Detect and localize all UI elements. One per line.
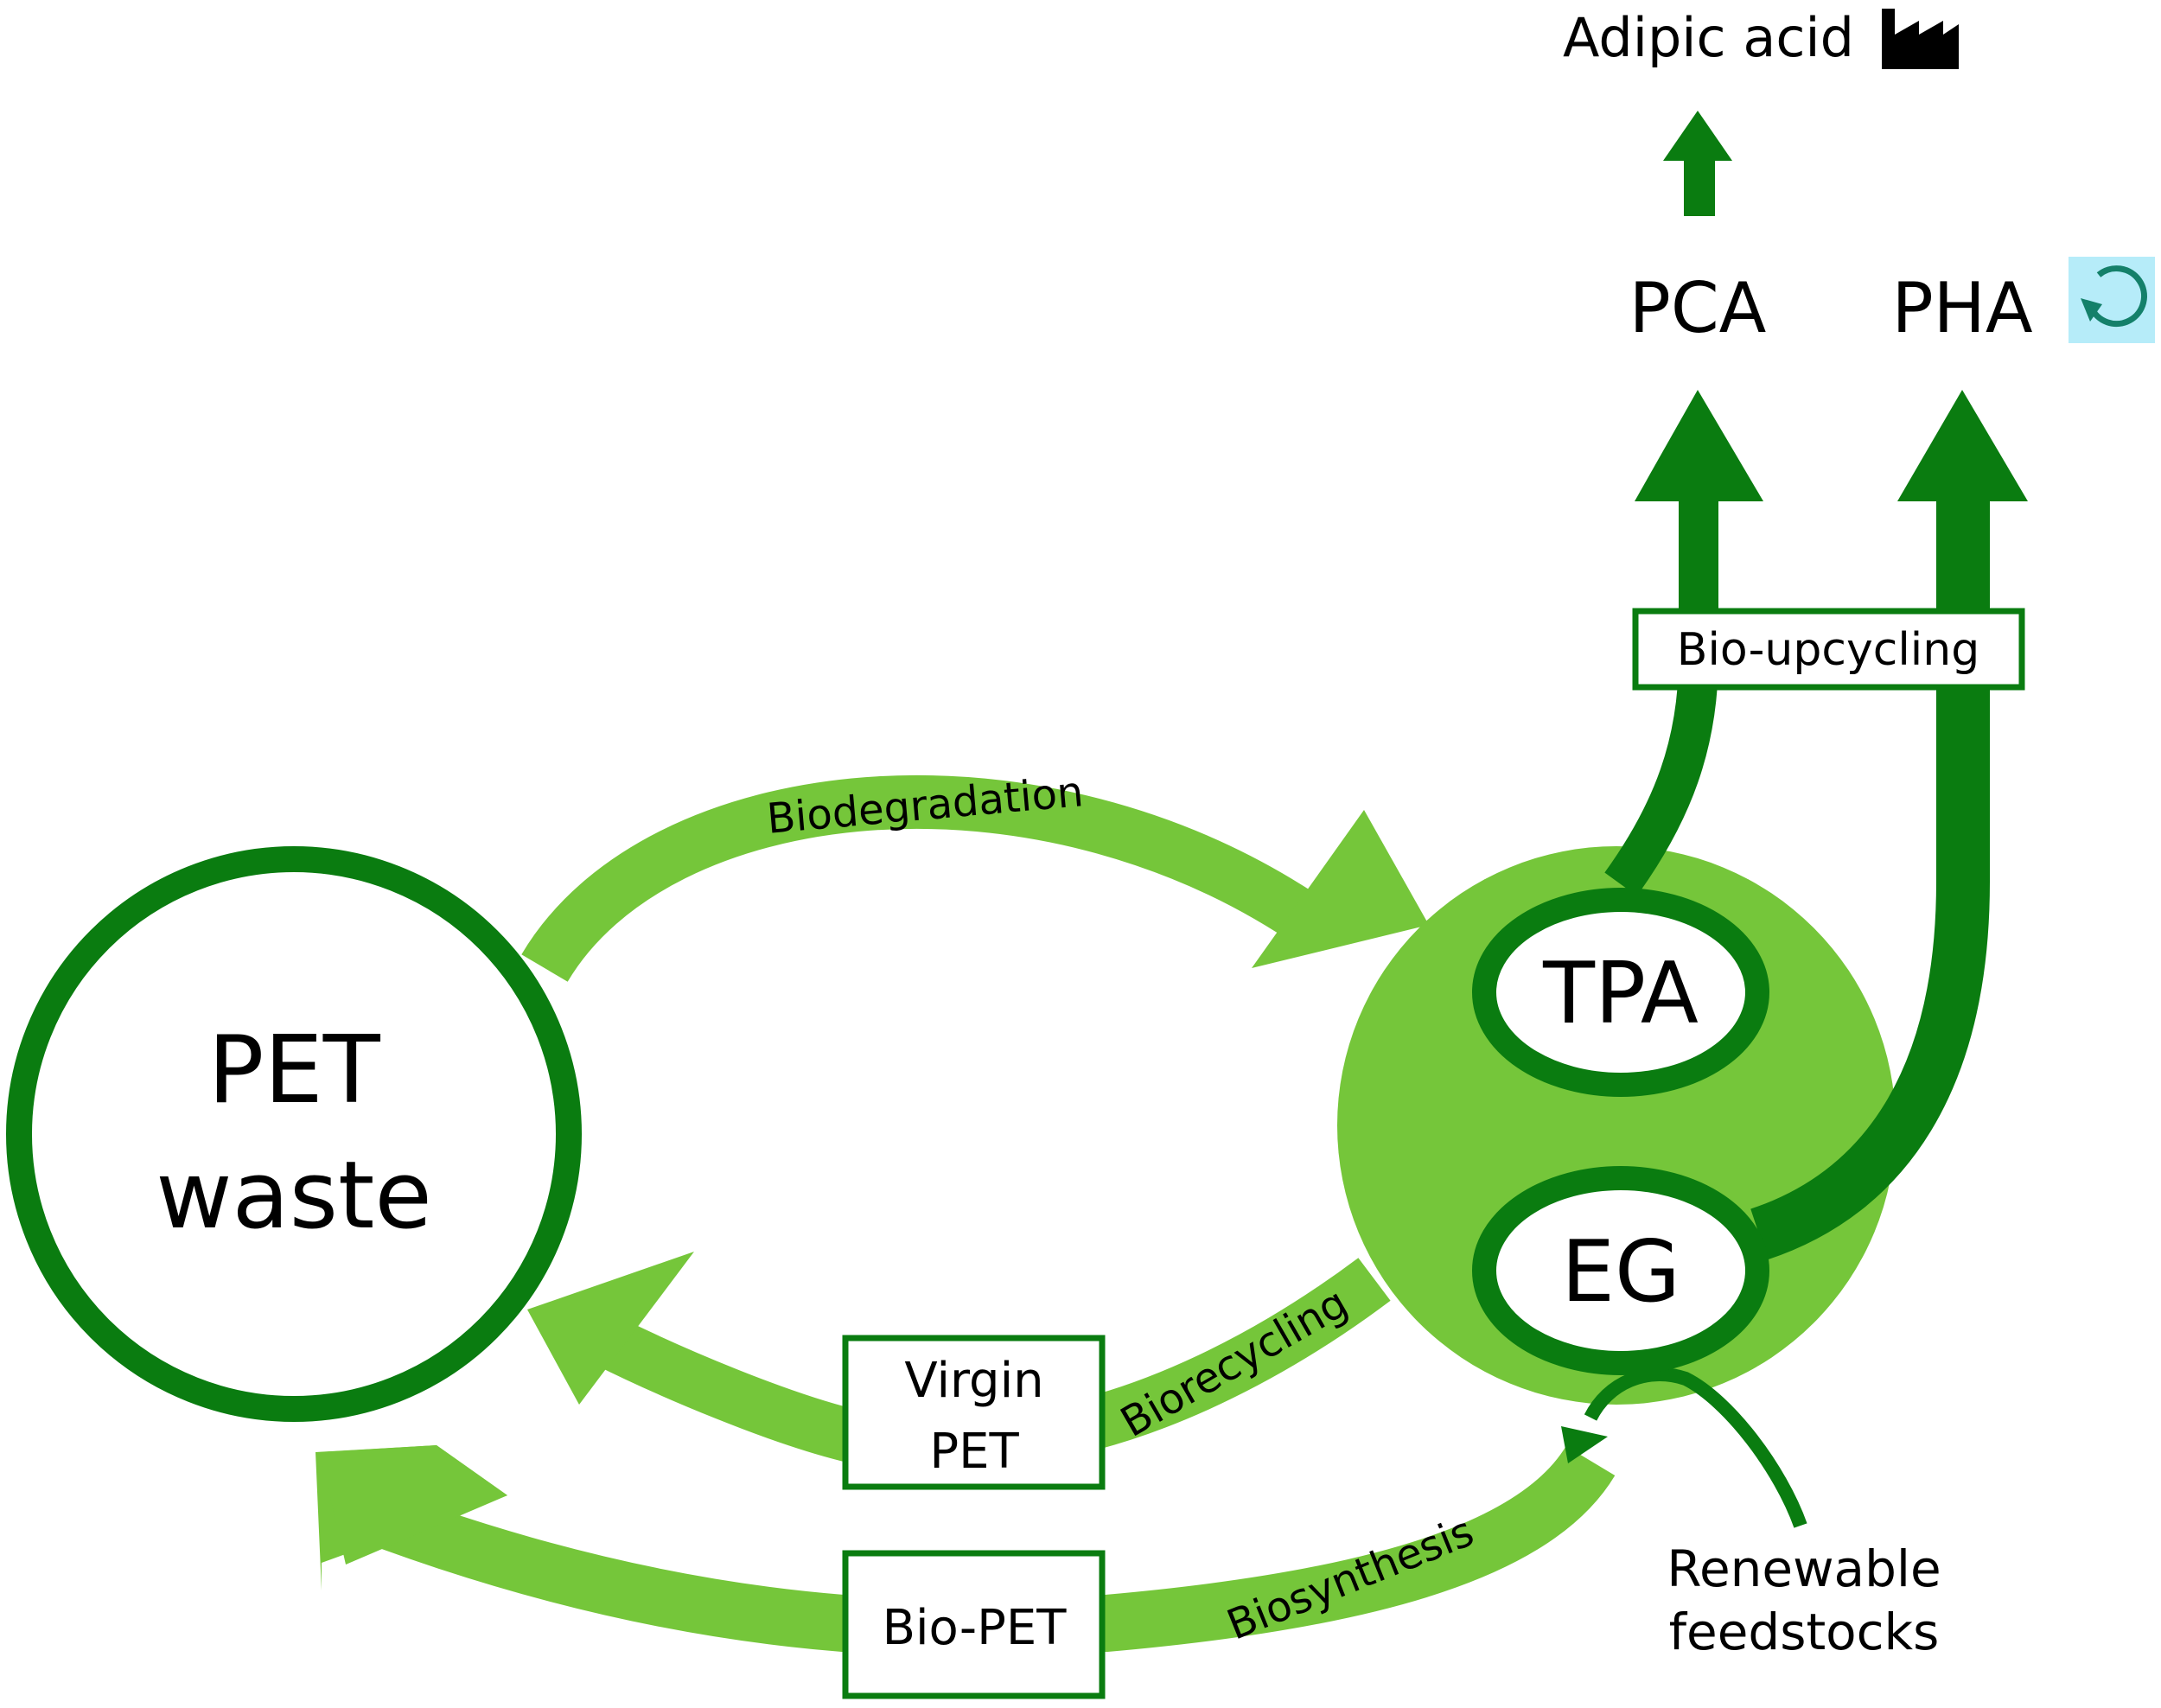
eg-node [1472, 1166, 1769, 1375]
biodegradation-arrowhead [1252, 810, 1429, 968]
feedstock-arrowhead [1561, 1426, 1608, 1463]
pet-waste-node [6, 846, 582, 1422]
pet-waste-label-line2: waste [156, 1142, 432, 1250]
tpa-node [1472, 888, 1769, 1097]
biosynthesis-arrow-shaft [379, 1445, 1616, 1652]
eg-to-pha-arrow-shaft [1750, 484, 1990, 1260]
pca-to-adipic-arrow-shaft [1684, 157, 1715, 216]
pca-arrowhead [1635, 390, 1763, 501]
biorecycling-label: Biorecycling [1112, 1278, 1355, 1447]
pha-label: PHA [1891, 268, 2032, 348]
adipic-arrowhead [1663, 111, 1732, 161]
biodegradation-arrow-shaft [521, 774, 1329, 983]
factory-icon [1882, 9, 1959, 69]
virgin-pet-label-line1: Virgin [904, 1353, 1043, 1409]
bio-pet-label: Bio-PET [883, 1600, 1068, 1656]
tpa-label: TPA [1542, 945, 1699, 1043]
renewable-feedstocks-label-line1: Renewable [1667, 1539, 1941, 1598]
feedstock-arrow-shaft [1584, 1367, 1807, 1528]
bio-upcycling-box [1632, 608, 2025, 691]
biorecycling-arrowhead [527, 1252, 694, 1405]
renewable-feedstocks-label-line2: feedstocks [1669, 1603, 1940, 1661]
eg-label: EG [1561, 1223, 1680, 1322]
pha-arrowhead [1897, 390, 2028, 501]
pet-waste-label-line1: PET [207, 1017, 380, 1125]
virgin-pet-label-line2: PET [929, 1424, 1019, 1480]
bio-upcycling-label: Bio-upcycling [1677, 624, 1979, 676]
adipic-acid-label: Adipic acid [1563, 6, 1854, 69]
pca-label: PCA [1629, 268, 1767, 348]
virgin-pet-box [842, 1335, 1106, 1490]
bio-pet-box [842, 1550, 1106, 1699]
recycle-icon [2069, 257, 2155, 343]
